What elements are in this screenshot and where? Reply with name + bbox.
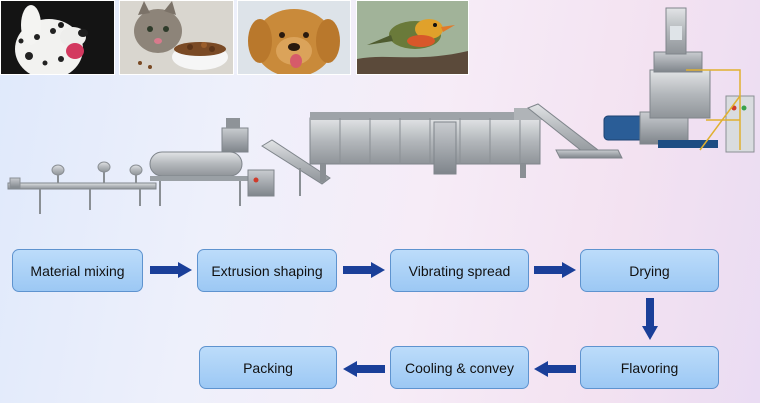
bird-on-branch-photo xyxy=(356,0,469,75)
dryer xyxy=(309,108,544,182)
arrow-right-icon xyxy=(534,262,576,278)
arrow-right-icon xyxy=(150,262,192,278)
arrow-left-icon xyxy=(343,361,385,377)
golden-retriever-photo xyxy=(237,0,351,75)
step-material-mixing: Material mixing xyxy=(12,249,143,292)
step-extrusion-shaping: Extrusion shaping xyxy=(197,249,337,292)
arrow-down-icon xyxy=(642,298,658,340)
step-drying: Drying xyxy=(580,249,719,292)
step-cooling-convey: Cooling & convey xyxy=(390,346,529,389)
flavoring-drum xyxy=(149,118,275,206)
step-flavoring: Flavoring xyxy=(580,346,719,389)
production-line-machinery xyxy=(7,7,755,214)
arrow-left-icon xyxy=(534,361,576,377)
cooling-conveyor xyxy=(7,161,157,214)
extruder xyxy=(603,7,755,153)
cat-with-food-bowl-photo xyxy=(119,0,234,75)
dalmatian-dog-photo xyxy=(0,0,115,75)
arrow-right-icon xyxy=(343,262,385,278)
step-packing: Packing xyxy=(199,346,337,389)
step-vibrating-spread: Vibrating spread xyxy=(390,249,529,292)
